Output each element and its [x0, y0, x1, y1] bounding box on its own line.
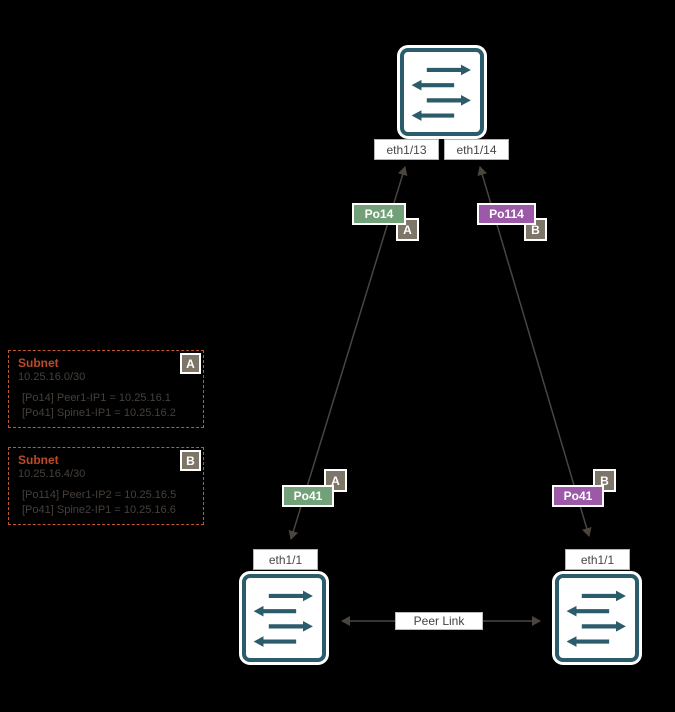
zone-badge-b-callout: B — [180, 450, 201, 471]
subnet-title: Subnet — [18, 356, 59, 370]
port-channel-badge-po14: Po14 — [352, 203, 406, 225]
port-channel-badge-po41-right: Po41 — [552, 485, 604, 507]
subnet-cidr: 10.25.16.0/30 — [18, 371, 86, 383]
subnet-entry-list: [Po114] Peer1-IP2 = 10.25.16.5 [Po41] Sp… — [18, 488, 194, 518]
subnet-entry: [Po14] Peer1-IP1 = 10.25.16.1 — [22, 392, 171, 404]
subnet-entry: [Po41] Spine2-IP1 = 10.25.16.6 — [22, 504, 176, 516]
link-line-right — [477, 166, 592, 537]
subnet-title: Subnet — [18, 453, 59, 467]
link-line-left — [288, 166, 408, 540]
port-channel-badge-po114: Po114 — [477, 203, 536, 225]
subnet-cidr: 10.25.16.4/30 — [18, 468, 86, 480]
port-label-eth1-1-left: eth1/1 — [253, 549, 318, 570]
subnet-entry: [Po41] Spine1-IP1 = 10.25.16.2 — [22, 407, 176, 419]
subnet-entry-list: [Po14] Peer1-IP1 = 10.25.16.1 [Po41] Spi… — [18, 391, 194, 421]
l2-switch-arrows-icon — [411, 64, 471, 121]
port-label-eth1-13: eth1/13 — [374, 139, 439, 160]
peer-link-label: Peer Link — [395, 612, 483, 630]
port-label-eth1-14: eth1/14 — [444, 139, 509, 160]
subnet-callout-a: Subnet 10.25.16.0/30 [Po14] Peer1-IP1 = … — [8, 350, 204, 428]
top-switch-icon — [400, 48, 484, 136]
subnet-entry: [Po114] Peer1-IP2 = 10.25.16.5 — [22, 489, 177, 501]
port-label-eth1-1-right: eth1/1 — [565, 549, 630, 570]
l2-switch-arrows-icon — [253, 590, 313, 647]
bottom-left-switch-icon — [242, 574, 326, 662]
l2-switch-arrows-icon — [566, 590, 626, 647]
port-channel-badge-po41-left: Po41 — [282, 485, 334, 507]
subnet-callout-b: Subnet 10.25.16.4/30 [Po114] Peer1-IP2 =… — [8, 447, 204, 525]
bottom-right-switch-icon — [555, 574, 639, 662]
zone-badge-a-callout: A — [180, 353, 201, 374]
